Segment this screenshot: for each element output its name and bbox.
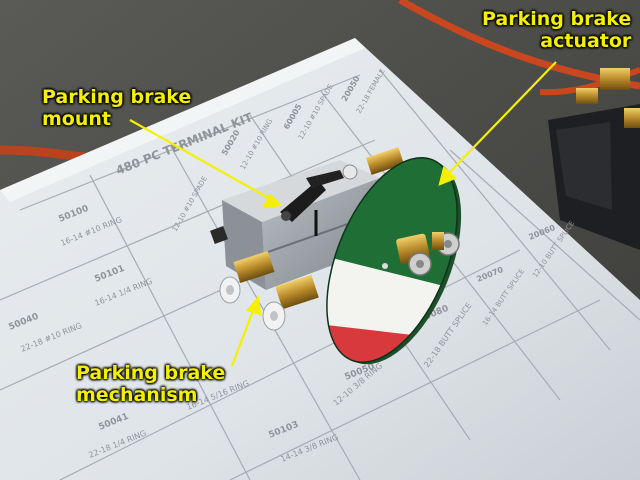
annotation-line: actuator	[540, 30, 632, 52]
brass-fittings-disc	[382, 232, 460, 276]
annotation-line: Parking brake	[482, 8, 632, 30]
arrow-actuator	[445, 61, 557, 177]
brake-lever	[280, 164, 358, 236]
arrow-mount	[129, 119, 273, 201]
annotation-line: Parking brake	[42, 86, 192, 108]
dark-equipment	[548, 68, 640, 250]
annotation-line: mechanism	[76, 384, 198, 406]
annotation-line: Parking brake	[76, 362, 226, 384]
annotation-parking-brake-mechanism: Parking brake mechanism	[76, 362, 225, 406]
brass-fittings-left	[219, 250, 319, 331]
orange-hose-right	[539, 67, 640, 96]
annotation-line: mount	[42, 108, 111, 130]
arrow-mechanism	[230, 307, 256, 367]
annotation-arrows	[129, 61, 557, 367]
annotation-parking-brake-actuator: Parking brake actuator	[482, 8, 631, 52]
annotation-parking-brake-mount: Parking brake mount	[42, 86, 191, 130]
brass-fitting-top	[366, 147, 404, 175]
